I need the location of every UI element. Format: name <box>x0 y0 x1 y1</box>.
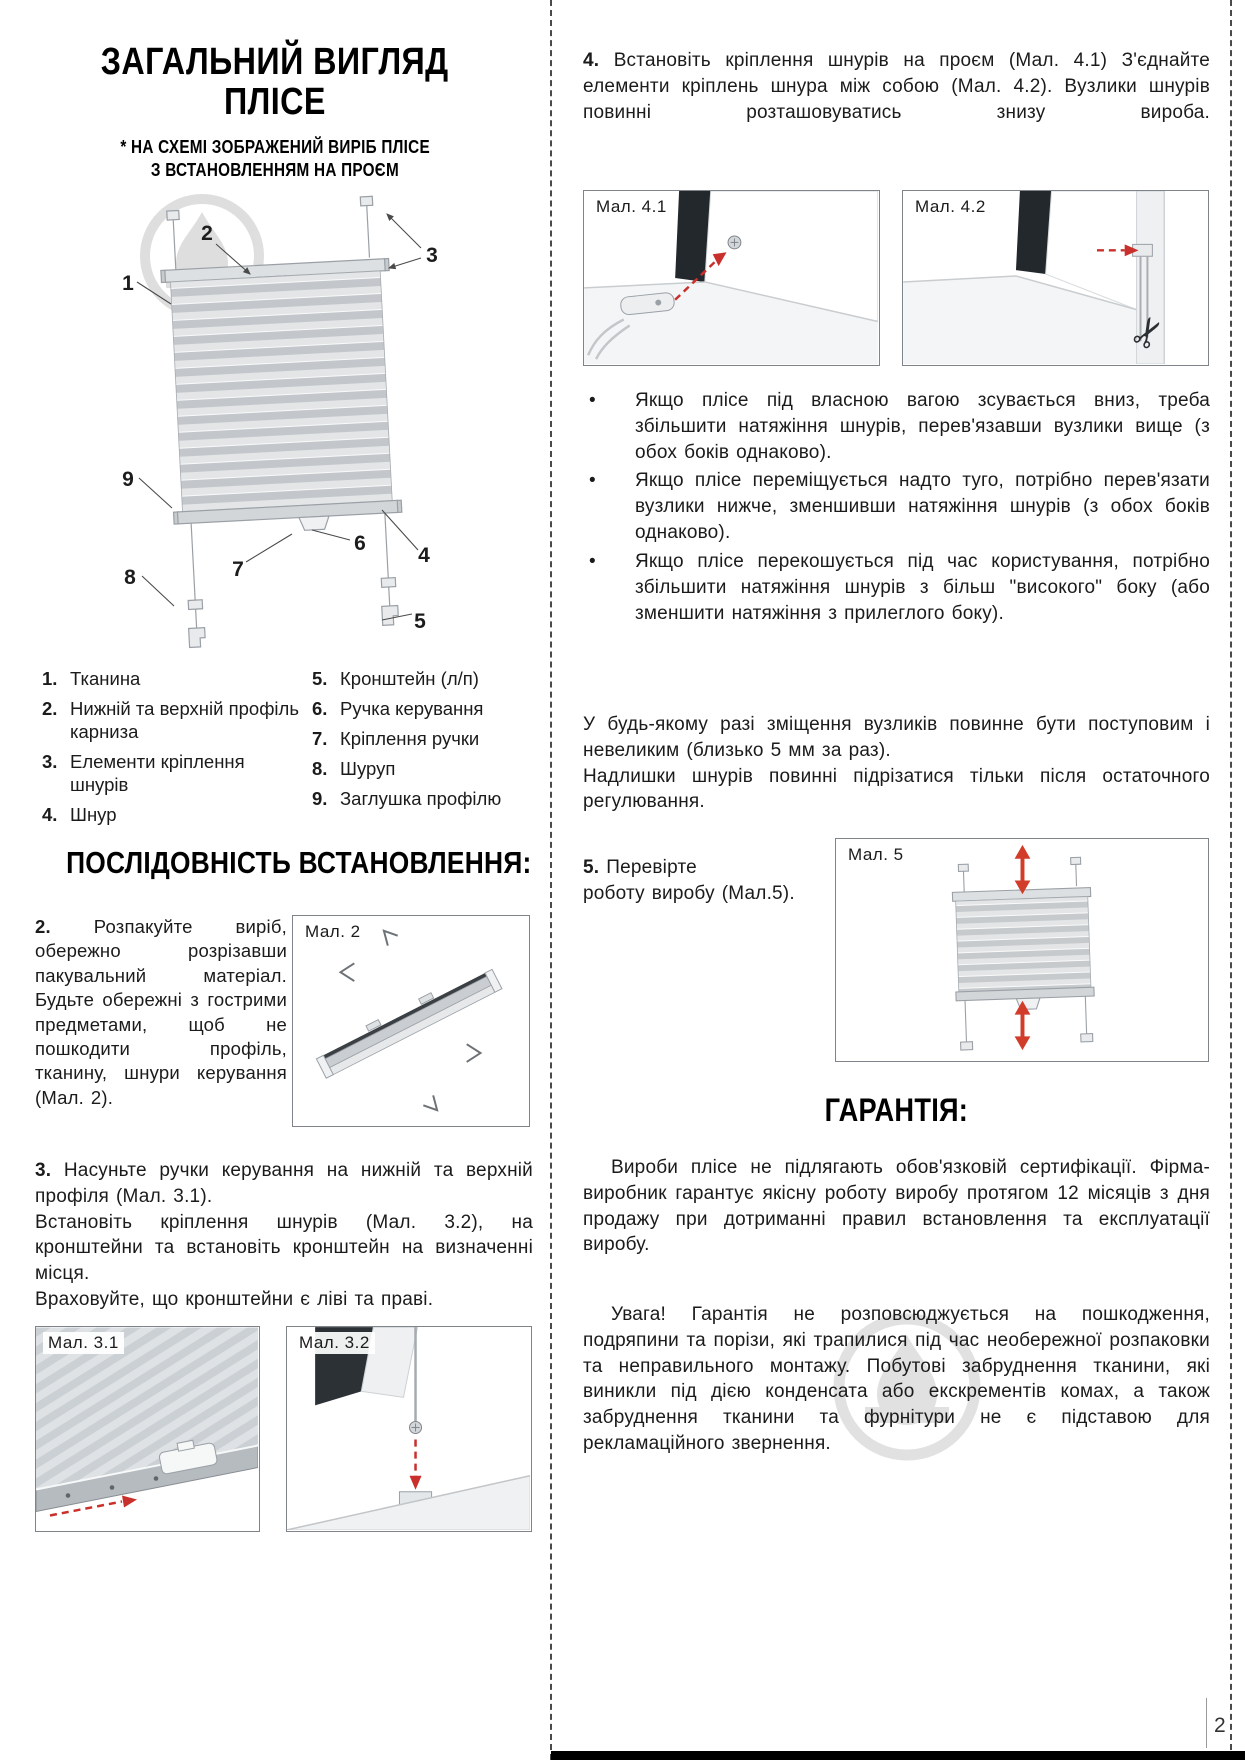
cord <box>594 324 631 360</box>
callout-2: 2 <box>201 222 213 245</box>
page-number-rule <box>1206 1698 1207 1748</box>
bullet-icon: • <box>589 550 596 572</box>
figure-4-1-label: Мал. 4.1 <box>591 196 672 218</box>
figure-3-1-drawing <box>36 1327 258 1517</box>
adjustment-note: У будь-якому разі зміщення вузликів пови… <box>583 714 1210 813</box>
overview-diagram: 1 2 3 4 5 6 7 8 9 <box>40 178 490 663</box>
figure-4-2-label: Мал. 4.2 <box>910 196 991 218</box>
mini-blind <box>951 856 1095 1051</box>
legend-item: 9.Заглушка профілю <box>312 787 502 809</box>
page-title-line1: ЗАГАЛЬНИЙ ВИГЛЯД <box>101 41 449 83</box>
figure-3-1: Мал. 3.1 <box>35 1326 260 1532</box>
step-4-text: 4. Встановіть кріплення шнурів на проєм … <box>583 50 1210 123</box>
legend-item: 3.Елементи кріплення шнурів <box>42 750 245 795</box>
figure-4-2: Мал. 4.2 ✂ <box>902 190 1209 366</box>
callout-leader-lines <box>136 213 422 621</box>
legend-item: 5.Кронштейн (л/п) <box>312 668 479 689</box>
blind-assembly <box>160 195 403 649</box>
red-arrowhead <box>409 1475 422 1490</box>
step-4-number: 4. <box>583 50 600 71</box>
callout-9: 9 <box>122 468 134 491</box>
section-title-guarantee: ГАРАНТІЯ: <box>824 1092 969 1128</box>
figure-3-2-drawing <box>287 1327 530 1530</box>
step-2-number: 2. <box>35 916 51 937</box>
figure-5: Мал. 5 <box>835 838 1209 1062</box>
legend-column-2: 5.Кронштейн (л/п) 6.Ручка керування 7.Кр… <box>312 668 530 818</box>
control-handle <box>158 1439 218 1475</box>
page-subtitle: * НА СХЕМІ ЗОБРАЖЕНИЙ ВИРІБ ПЛІСЕ З ВСТА… <box>35 136 515 181</box>
red-arrow-vertical <box>1014 844 1031 1051</box>
figure-3-1-label: Мал. 3.1 <box>43 1332 124 1354</box>
figure-3-2: Мал. 3.2 <box>286 1326 532 1532</box>
figure-5-label: Мал. 5 <box>843 844 909 866</box>
bullet-item: • Якщо плісе перекошується під час корис… <box>589 550 1210 624</box>
legend-item: 8.Шуруп <box>312 757 396 779</box>
cord-fastener <box>620 292 675 316</box>
bullet-icon: • <box>589 470 596 492</box>
callout-numbers: 1 2 3 4 5 6 7 8 9 <box>122 222 438 633</box>
red-arrowhead <box>1124 244 1139 257</box>
cord <box>587 318 625 356</box>
figure-4-1: Мал. 4.1 <box>583 190 880 366</box>
figure-2: Мал. 2 <box>292 915 530 1127</box>
legend-item: 1.Тканина <box>42 668 141 689</box>
right-crop-line <box>1230 0 1232 1760</box>
figure-5-drawing <box>951 844 1095 1051</box>
red-arrowhead <box>712 252 727 267</box>
screw-icon <box>727 235 742 250</box>
page-subtitle-line2: З ВСТАНОВЛЕННЯМ НА ПРОЄМ <box>150 159 400 180</box>
page-number: 2 <box>1214 1714 1226 1737</box>
red-arrow <box>49 1500 123 1517</box>
screw-icon <box>409 1420 423 1435</box>
column-divider <box>550 0 552 1760</box>
figure-4-2-drawing: ✂ <box>903 191 1176 364</box>
guarantee-paragraph-1: Вироби плісе не підлягають обов'язковій … <box>583 1157 1210 1256</box>
step-3-number: 3. <box>35 1160 52 1181</box>
step-2-text: 2. Розпакуйте виріб, обережно розрізавши… <box>35 916 287 1108</box>
step-5-text: 5. Перевірте роботу виробу (Мал.5). <box>583 857 795 904</box>
bullet-icon: • <box>589 390 596 411</box>
bullet-item: • Якщо плісе під власною вагою зсуваєтьс… <box>589 390 1210 463</box>
callout-4: 4 <box>418 544 430 567</box>
figure-2-label: Мал. 2 <box>300 921 366 943</box>
callout-7: 7 <box>232 558 244 581</box>
red-arrowhead <box>122 1495 137 1508</box>
bottom-crop-bar <box>551 1751 1245 1760</box>
callout-3: 3 <box>426 244 438 267</box>
page-title: ЗАГАЛЬНИЙ ВИГЛЯД ПЛІСЕ <box>35 42 515 123</box>
step-3-text: 3. Насуньте ручки керування на нижній та… <box>35 1160 533 1311</box>
legend-item: 6.Ручка керування <box>312 697 484 719</box>
watermark-logo-icon <box>833 1313 981 1461</box>
section-title-installation: ПОСЛІДОВНІСТЬ ВСТАНОВЛЕННЯ: <box>66 845 532 880</box>
step-5-number: 5. <box>583 857 600 878</box>
callout-8: 8 <box>124 566 136 589</box>
legend-item: 4.Шнур <box>42 803 117 825</box>
adjustment-bullet-list: • Якщо плісе під власною вагою зсуваєтьс… <box>583 388 1210 629</box>
overview-diagram-drawing: 1 2 3 4 5 6 7 8 9 <box>122 194 438 649</box>
callout-1: 1 <box>122 272 134 295</box>
page-subtitle-line1: * НА СХЕМІ ЗОБРАЖЕНИЙ ВИРІБ ПЛІСЕ <box>120 137 430 157</box>
callout-5: 5 <box>414 610 426 633</box>
bullet-item: • Якщо плісе переміщується надто туго, п… <box>589 470 1210 544</box>
figure-3-2-label: Мал. 3.2 <box>294 1332 375 1354</box>
figure-2-drawing <box>315 929 503 1112</box>
legend-column-1: 1.Тканина 2.Нижній та верхній профіль ка… <box>42 668 300 834</box>
callout-6: 6 <box>354 532 366 555</box>
legend-item: 7.Кріплення ручки <box>312 727 480 749</box>
page-title-line2: ПЛІСЕ <box>224 81 326 124</box>
figure-4-1-drawing <box>584 191 878 364</box>
red-arrow <box>674 259 718 301</box>
guarantee-paragraph-2: Увага! Гарантія не розповсюджується на п… <box>583 1304 1210 1455</box>
unpack-arrows <box>338 929 483 1112</box>
legend-item: 2.Нижній та верхній профіль карниза <box>42 697 299 742</box>
